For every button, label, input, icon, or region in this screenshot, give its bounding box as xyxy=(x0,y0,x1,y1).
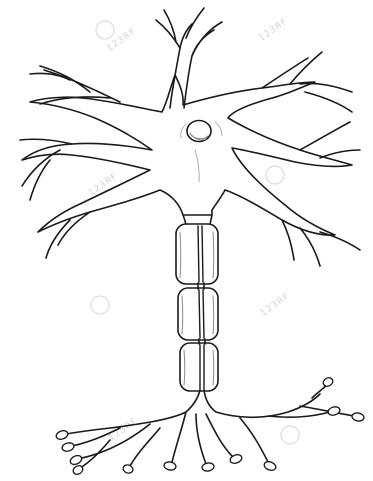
terminal-bouton xyxy=(327,406,341,417)
watermark-mark: 123RF xyxy=(92,9,138,54)
svg-text:123RF: 123RF xyxy=(257,16,290,43)
svg-text:123RF: 123RF xyxy=(259,291,292,318)
myelin-segment xyxy=(180,343,218,391)
nucleus xyxy=(187,121,211,142)
terminal-bouton xyxy=(55,429,69,441)
dendrite-upper xyxy=(30,8,352,112)
watermark-mark: 123RF xyxy=(87,171,120,198)
terminal-bouton xyxy=(351,412,364,422)
terminal-bouton xyxy=(163,461,176,471)
watermark-mark xyxy=(87,292,112,317)
terminal-bouton xyxy=(122,464,134,475)
myelin-segment xyxy=(176,224,218,284)
terminal-bouton xyxy=(69,454,83,466)
watermark-mark xyxy=(262,162,287,187)
cell-body-outline xyxy=(22,75,352,235)
terminal-bouton xyxy=(61,442,75,453)
terminal-bouton xyxy=(201,462,214,472)
dendrite-right xyxy=(282,122,360,266)
terminal-bouton xyxy=(263,460,277,472)
terminal-bouton xyxy=(322,376,335,388)
watermark-mark: 123RF xyxy=(257,16,290,43)
svg-text:123RF: 123RF xyxy=(87,171,120,198)
watermark-mark: 123RF xyxy=(107,416,140,443)
svg-text:123RF: 123RF xyxy=(107,416,140,443)
myelin-sheath xyxy=(176,224,218,391)
watermark-mark: 123RF xyxy=(259,291,292,318)
myelin-segment xyxy=(178,288,218,340)
watermark-mark xyxy=(277,422,302,447)
svg-text:123RF: 123RF xyxy=(105,27,138,54)
